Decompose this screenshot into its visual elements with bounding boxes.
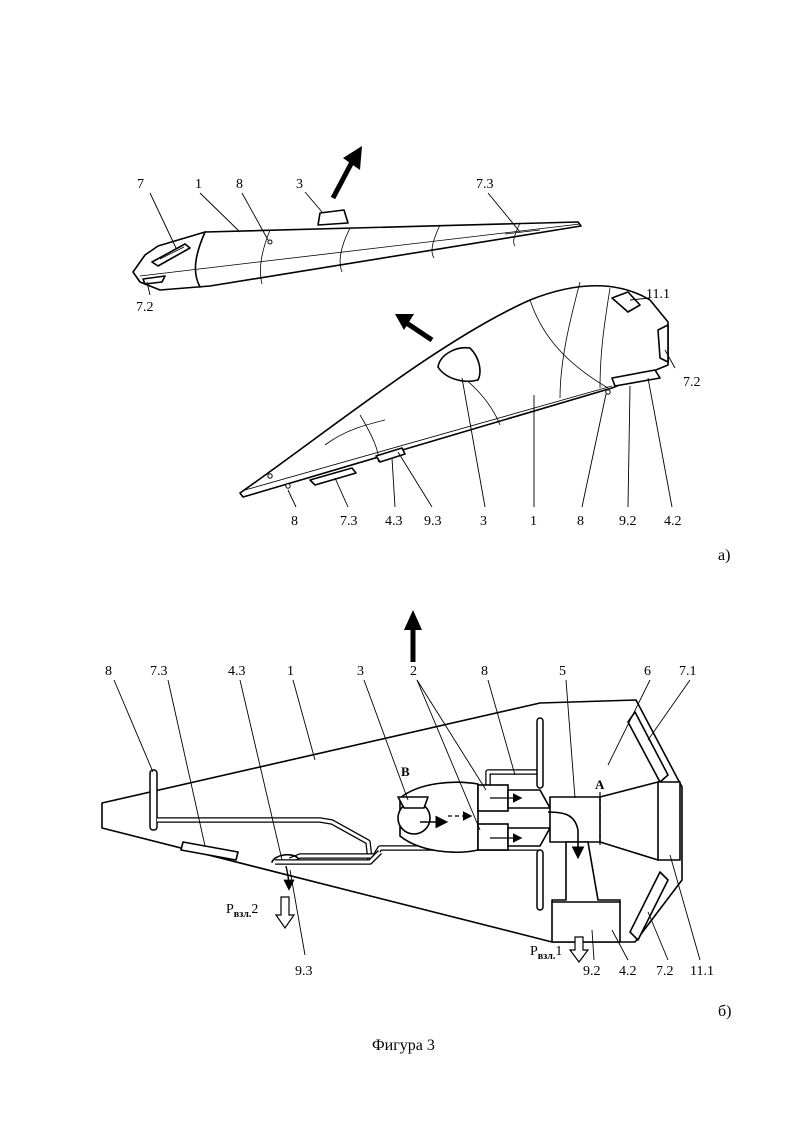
view-b-label: 7.1 [679,664,697,679]
view-b-label: 11.1 [690,964,714,979]
view-b-label: 4.2 [619,964,637,979]
view-a-wing-1 [132,191,582,296]
force-label-right: Рвзл.1 [530,944,562,962]
force-left-idx: 2 [251,902,258,917]
view-b-label: 1 [287,664,294,679]
view-b-leaders [113,679,701,961]
svg-text:Рвзл.2: Рвзл.2 [226,902,258,920]
force-left-sub: взл. [234,909,252,920]
view-b-label: 9.3 [295,964,313,979]
wing2-label: 4.3 [385,514,403,529]
part-a-label: а) [718,547,730,564]
wing2-label: 7.2 [683,375,701,390]
wing1-label: 7 [137,177,144,192]
view-b-label: 3 [357,664,364,679]
part-b-label: б) [718,1003,731,1020]
wing2-label: 3 [480,514,487,529]
view-b-label: 7.2 [656,964,674,979]
view-b-direction-arrow [404,610,422,662]
force-label-left: Рвзл.2 [226,902,258,920]
section-label-a: А [595,777,605,792]
view-a-direction-arrow-1 [330,146,362,200]
wing1-label: 3 [296,177,303,192]
force-arrow-right [568,936,590,963]
section-label-v: В [401,764,410,779]
view-b-label: 7.3 [150,664,168,679]
force-right-idx: 1 [555,944,562,959]
force-left-main: Р [226,902,234,917]
wing1-label: 8 [236,177,243,192]
wing2-label: 8 [577,514,584,529]
wing2-label: 4.2 [664,514,682,529]
view-a-direction-arrow-2 [395,314,434,343]
svg-text:Рвзл.1: Рвзл.1 [530,944,562,962]
view-b-label: 5 [559,664,566,679]
wing2-label: 7.3 [340,514,358,529]
view-b-label: 8 [105,664,112,679]
wing2-label: 9.3 [424,514,442,529]
wing2-label: 8 [291,514,298,529]
force-arrow-left [274,896,296,930]
figure-caption: Фигура 3 [372,1037,435,1054]
view-b-engines [283,781,659,943]
view-b-label: 8 [481,664,488,679]
wing1-label: 7.3 [476,177,494,192]
view-b-label: 9.2 [583,964,601,979]
force-right-main: Р [530,944,538,959]
view-b-label: 4.3 [228,664,246,679]
wing2-label: 9.2 [619,514,637,529]
view-a-wing-2 [239,281,676,508]
force-right-sub: взл. [538,951,556,962]
wing2-label: 11.1 [646,287,670,302]
wing1-label: 7.2 [136,300,154,315]
view-b-label: 2 [410,664,417,679]
wing2-label: 1 [530,514,537,529]
view-b-wing-outline [101,699,683,943]
view-b-label: 6 [644,664,651,679]
wing1-label: 1 [195,177,202,192]
